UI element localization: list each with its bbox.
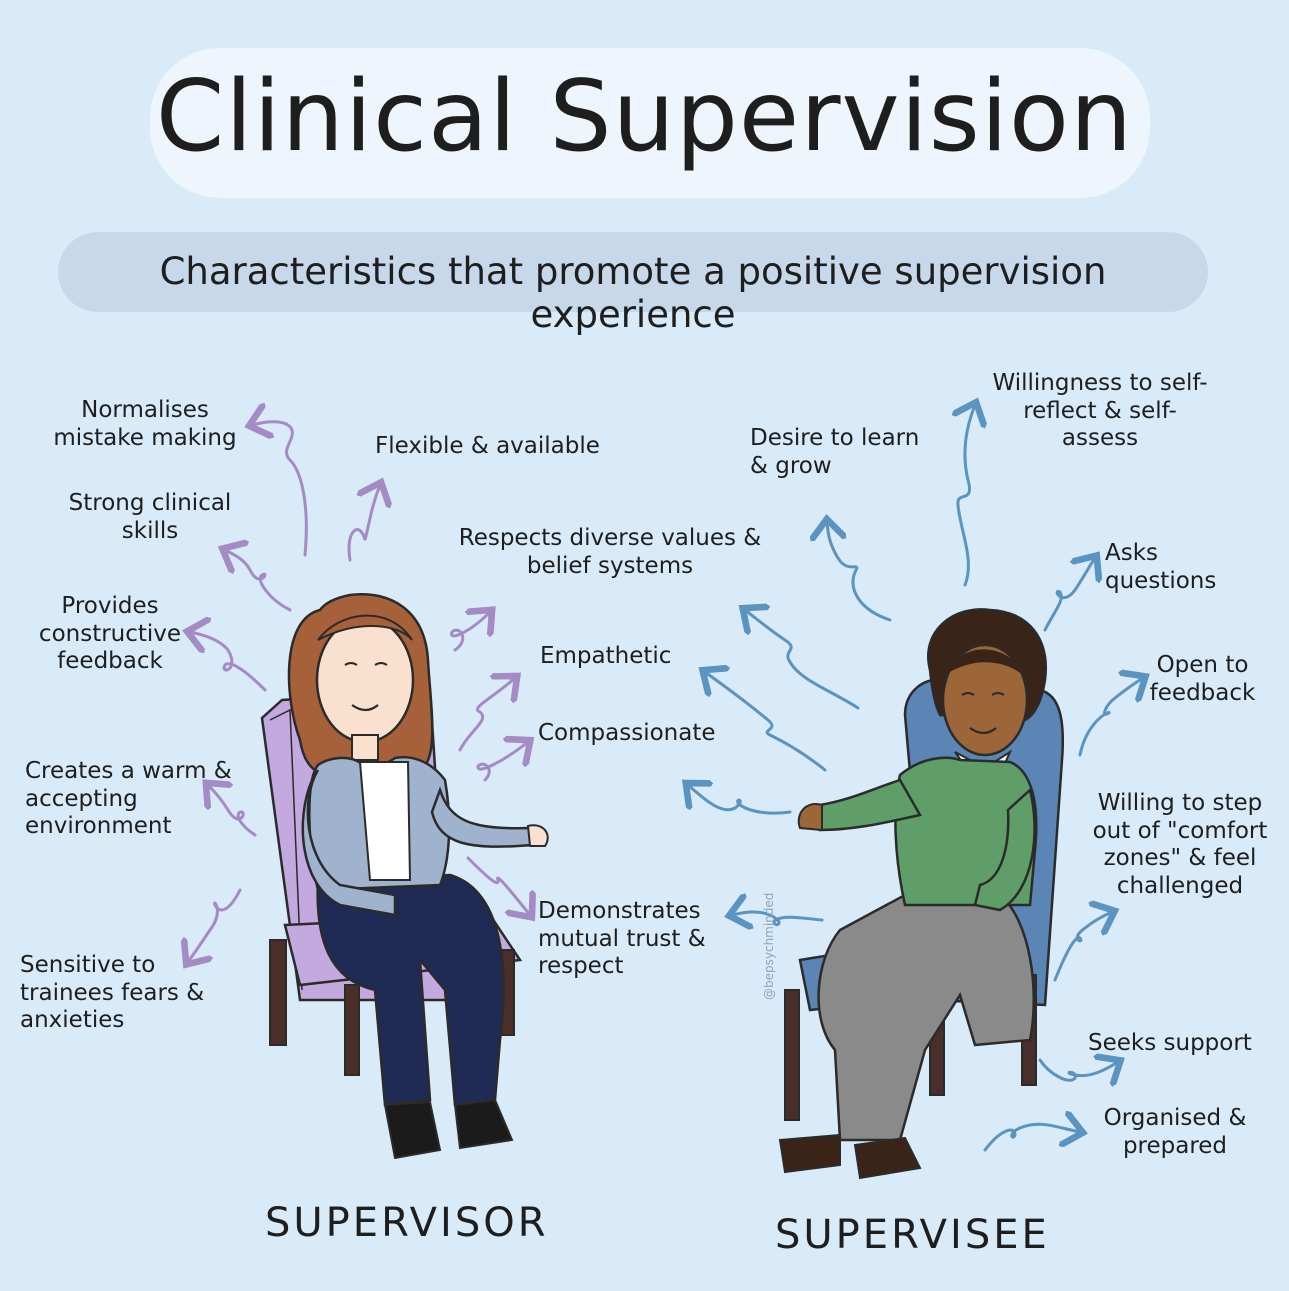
supervisor-arrows (188, 422, 530, 962)
trait-strong-clinical-skills: Strong clinical skills (68, 490, 232, 544)
trait-constructive-feedback: Provides constructive feedback (38, 593, 182, 675)
arrow-asks (1043, 558, 1095, 632)
trait-respects-diverse-values: Respects diverse values & belief systems (458, 525, 762, 579)
arrow-willing-step (1053, 912, 1112, 982)
arrow-desire (827, 522, 892, 622)
trait-normalises-mistakes: Normalises mistake making (53, 397, 237, 451)
trait-organised-prepared: Organised & prepared (1103, 1105, 1247, 1159)
trait-warm-environment: Creates a warm & accepting environment (25, 758, 232, 840)
trait-sensitive-to-fears: Sensitive to trainees fears & anxieties (20, 952, 205, 1034)
arrow-warm (208, 785, 257, 837)
arrow-respects-b (745, 610, 860, 710)
arrow-normalises (252, 422, 308, 557)
watermark: @bepsychminded (762, 892, 776, 1000)
supervisee-arrows (688, 405, 1143, 1152)
supervisee-trousers (817, 893, 1035, 1142)
arrow-organised (983, 1124, 1080, 1152)
arrow-flexible (347, 485, 380, 562)
arrow-seeks (1038, 1060, 1118, 1080)
arrow-open (1078, 678, 1143, 757)
arrow-respects (450, 612, 490, 652)
arrow-feedback (190, 632, 267, 692)
arrow-mutual-b (732, 912, 824, 925)
trait-flexible-available: Flexible & available (375, 433, 600, 459)
trait-desire-to-learn: Desire to learn & grow (750, 425, 920, 479)
trait-asks-questions: Asks questions (1105, 540, 1217, 594)
arrow-compassionate (476, 742, 528, 782)
trait-seeks-support: Seeks support (1088, 1030, 1252, 1056)
trait-comfort-zones: Willing to step out of "comfort zones" &… (1092, 790, 1268, 899)
arrow-strong-skills (225, 550, 292, 612)
arrow-willingness (958, 405, 975, 587)
arrow-empathetic-b (705, 672, 827, 772)
arrow-sensitive (188, 888, 242, 962)
arrow-mutual (466, 856, 530, 915)
page-title: Clinical Supervision (155, 60, 1134, 174)
arrow-empathetic (458, 678, 515, 752)
trait-empathetic: Empathetic (540, 643, 672, 669)
supervisee-figure (778, 608, 1065, 1180)
supervisor-label: SUPERVISOR (265, 1200, 549, 1246)
supervisee-label: SUPERVISEE (775, 1212, 1050, 1258)
trait-self-reflect: Willingness to self-reflect & self-asses… (992, 370, 1208, 452)
title-highlight (150, 48, 1150, 198)
trait-open-to-feedback: Open to feedback (1149, 652, 1256, 706)
supervisor-face (315, 616, 415, 744)
subtitle-highlight (58, 232, 1208, 312)
supervisor-figure (260, 593, 549, 1160)
trait-compassionate: Compassionate (538, 720, 716, 746)
arrow-compassionate-b (688, 785, 792, 815)
page-subtitle: Characteristics that promote a positive … (159, 250, 1107, 336)
supervisee-face (941, 643, 1029, 757)
trait-mutual-trust: Demonstrates mutual trust & respect (538, 898, 706, 980)
